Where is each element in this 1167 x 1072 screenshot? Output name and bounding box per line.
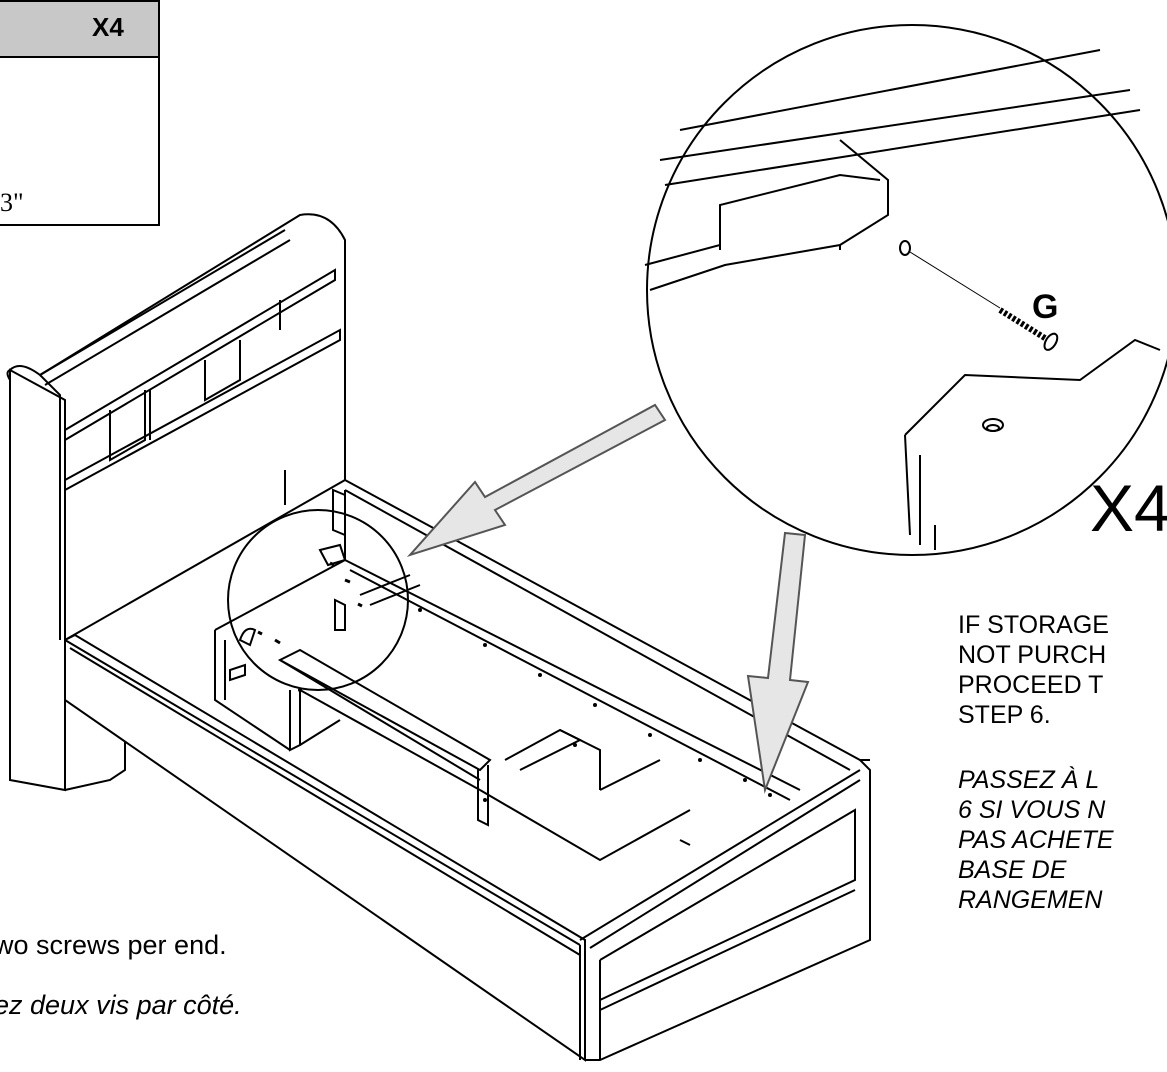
note-line: IF STORAGE bbox=[958, 611, 1109, 639]
note-line: BASE DE bbox=[958, 856, 1067, 884]
note-line: RANGEMEN bbox=[958, 886, 1103, 914]
storage-note-en: IF STORAGE NOT PURCH PROCEED T STEP 6. bbox=[958, 610, 1109, 730]
arrow-to-corner bbox=[746, 531, 810, 794]
instruction-en: wo screws per end. bbox=[0, 930, 227, 960]
headboard bbox=[6, 213, 346, 792]
detail-circle bbox=[227, 509, 409, 691]
hardware-size: 3" bbox=[0, 188, 24, 217]
corner-brackets bbox=[229, 488, 347, 682]
storage-note-fr: PASSEZ À L 6 SI VOUS N PAS ACHETE BASE D… bbox=[958, 765, 1114, 915]
note-line: STEP 6. bbox=[958, 701, 1051, 729]
note-line: PASSEZ À L bbox=[958, 766, 1100, 794]
arrow-to-circle bbox=[406, 403, 667, 558]
hardware-quantity: X4 bbox=[92, 12, 124, 42]
hardware-box bbox=[0, 56, 160, 226]
zoom-detail bbox=[644, 24, 1167, 556]
zoom-quantity: X4 bbox=[1090, 471, 1167, 545]
part-letter: G bbox=[1032, 288, 1059, 326]
note-line: NOT PURCH bbox=[958, 641, 1107, 669]
bed-frame bbox=[64, 479, 871, 1062]
hardware-header bbox=[0, 0, 160, 58]
screw-icon bbox=[998, 307, 1059, 351]
note-line: PROCEED T bbox=[958, 671, 1104, 699]
screw-holes bbox=[257, 561, 363, 645]
instruction-fr: ez deux vis par côté. bbox=[0, 990, 242, 1020]
note-line: PAS ACHETE bbox=[958, 826, 1114, 854]
note-line: 6 SI VOUS N bbox=[958, 796, 1106, 824]
